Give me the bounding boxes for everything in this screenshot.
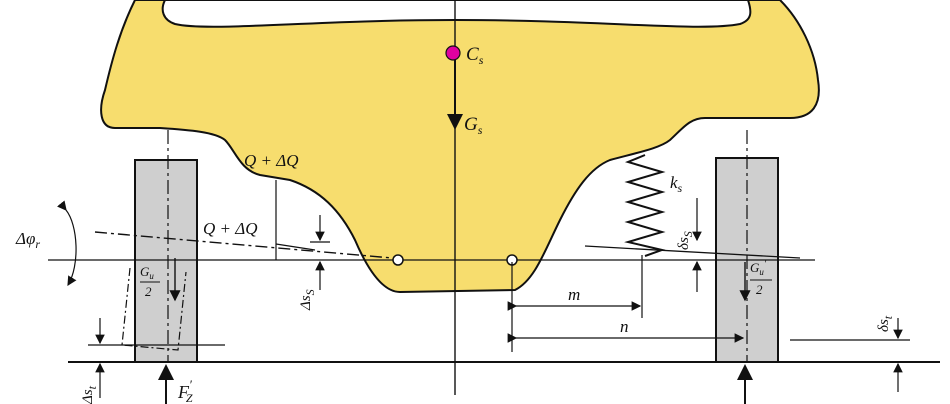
ground-force-label: F′Z xyxy=(177,377,193,404)
left-wheel-fraction-den: 2 xyxy=(145,284,152,299)
spring-label: ks xyxy=(670,173,683,195)
roll-angle-label: Δφr xyxy=(15,229,40,251)
dim-m-label: m xyxy=(568,285,580,304)
load-upper-label: Q + ΔQ xyxy=(244,151,299,170)
right-wheel-fraction-den: 2 xyxy=(756,282,763,297)
left-wheel xyxy=(134,159,198,363)
left-wheel-fraction-num: Gu xyxy=(140,264,154,281)
right-wheel-fraction-num: Gu′ xyxy=(750,258,767,277)
suspension-spring xyxy=(624,154,666,257)
right-susp-label: δsS xyxy=(676,231,695,250)
body-weight-label: Gs xyxy=(464,114,483,137)
load-lower-label: Q + ΔQ xyxy=(203,219,258,238)
center-of-gravity-dot xyxy=(445,45,461,61)
load-lower-tick xyxy=(275,243,316,251)
left-tire-label: Δst xyxy=(80,385,99,404)
right-rolled-line xyxy=(584,245,801,259)
cg-label: Cs xyxy=(466,44,484,67)
roll-angle-arc xyxy=(57,200,77,287)
right-tire-label: δst xyxy=(876,315,895,332)
dim-n-label: n xyxy=(620,317,629,336)
vehicle-body xyxy=(100,0,820,294)
left-wheel-rolled-outline xyxy=(121,267,187,351)
rolled-body-line xyxy=(94,231,393,259)
left-susp-label: ΔsS xyxy=(298,289,317,311)
left-pivot-point xyxy=(392,254,404,266)
